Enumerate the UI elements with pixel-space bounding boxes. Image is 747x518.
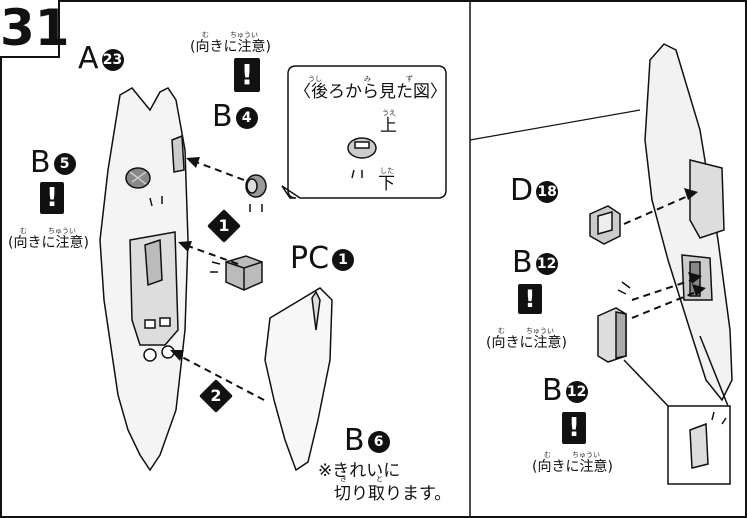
- assembly-step-2: 2: [199, 379, 233, 413]
- caution-text-top: む ちゅうい (向きに注意): [190, 31, 271, 55]
- caution-icon-top: !: [234, 58, 260, 92]
- caution-text-b5: む ちゅうい (向きに注意): [8, 227, 89, 251]
- caution-icon-b12-a: !: [518, 284, 542, 314]
- part-b12-shape: [597, 307, 627, 363]
- back-view-up: うえ 上: [380, 109, 397, 136]
- part-d18-shape: [589, 205, 621, 245]
- part-b4-shape: [245, 174, 267, 198]
- part-number-badge: 23: [101, 49, 124, 71]
- assembly-step-1: 1: [207, 209, 241, 243]
- cut-note: ※きれいに き と 切り取ります。: [318, 461, 452, 504]
- caution-icon-b5: !: [40, 182, 64, 214]
- part-letter: A: [78, 41, 99, 76]
- caution-icon-b12-b: !: [562, 412, 586, 444]
- back-view-title: うし み ず 〈後ろから見た図〉: [294, 75, 447, 102]
- back-view-down: した 下: [378, 167, 395, 194]
- part-a23-shape: [99, 87, 189, 472]
- back-view-bubble: [281, 65, 447, 199]
- caution-text-b12-a: む ちゅうい (向きに注意): [486, 327, 567, 351]
- back-view-part: [347, 137, 377, 159]
- right-panel-shape: [644, 43, 733, 402]
- caution-text-b12-b: む ちゅうい (向きに注意): [532, 451, 613, 475]
- part-b6-shape: [264, 287, 333, 472]
- part-pc1-shape: [225, 255, 263, 291]
- step-number: 31: [0, 0, 70, 58]
- part-b5-shape: [125, 167, 151, 189]
